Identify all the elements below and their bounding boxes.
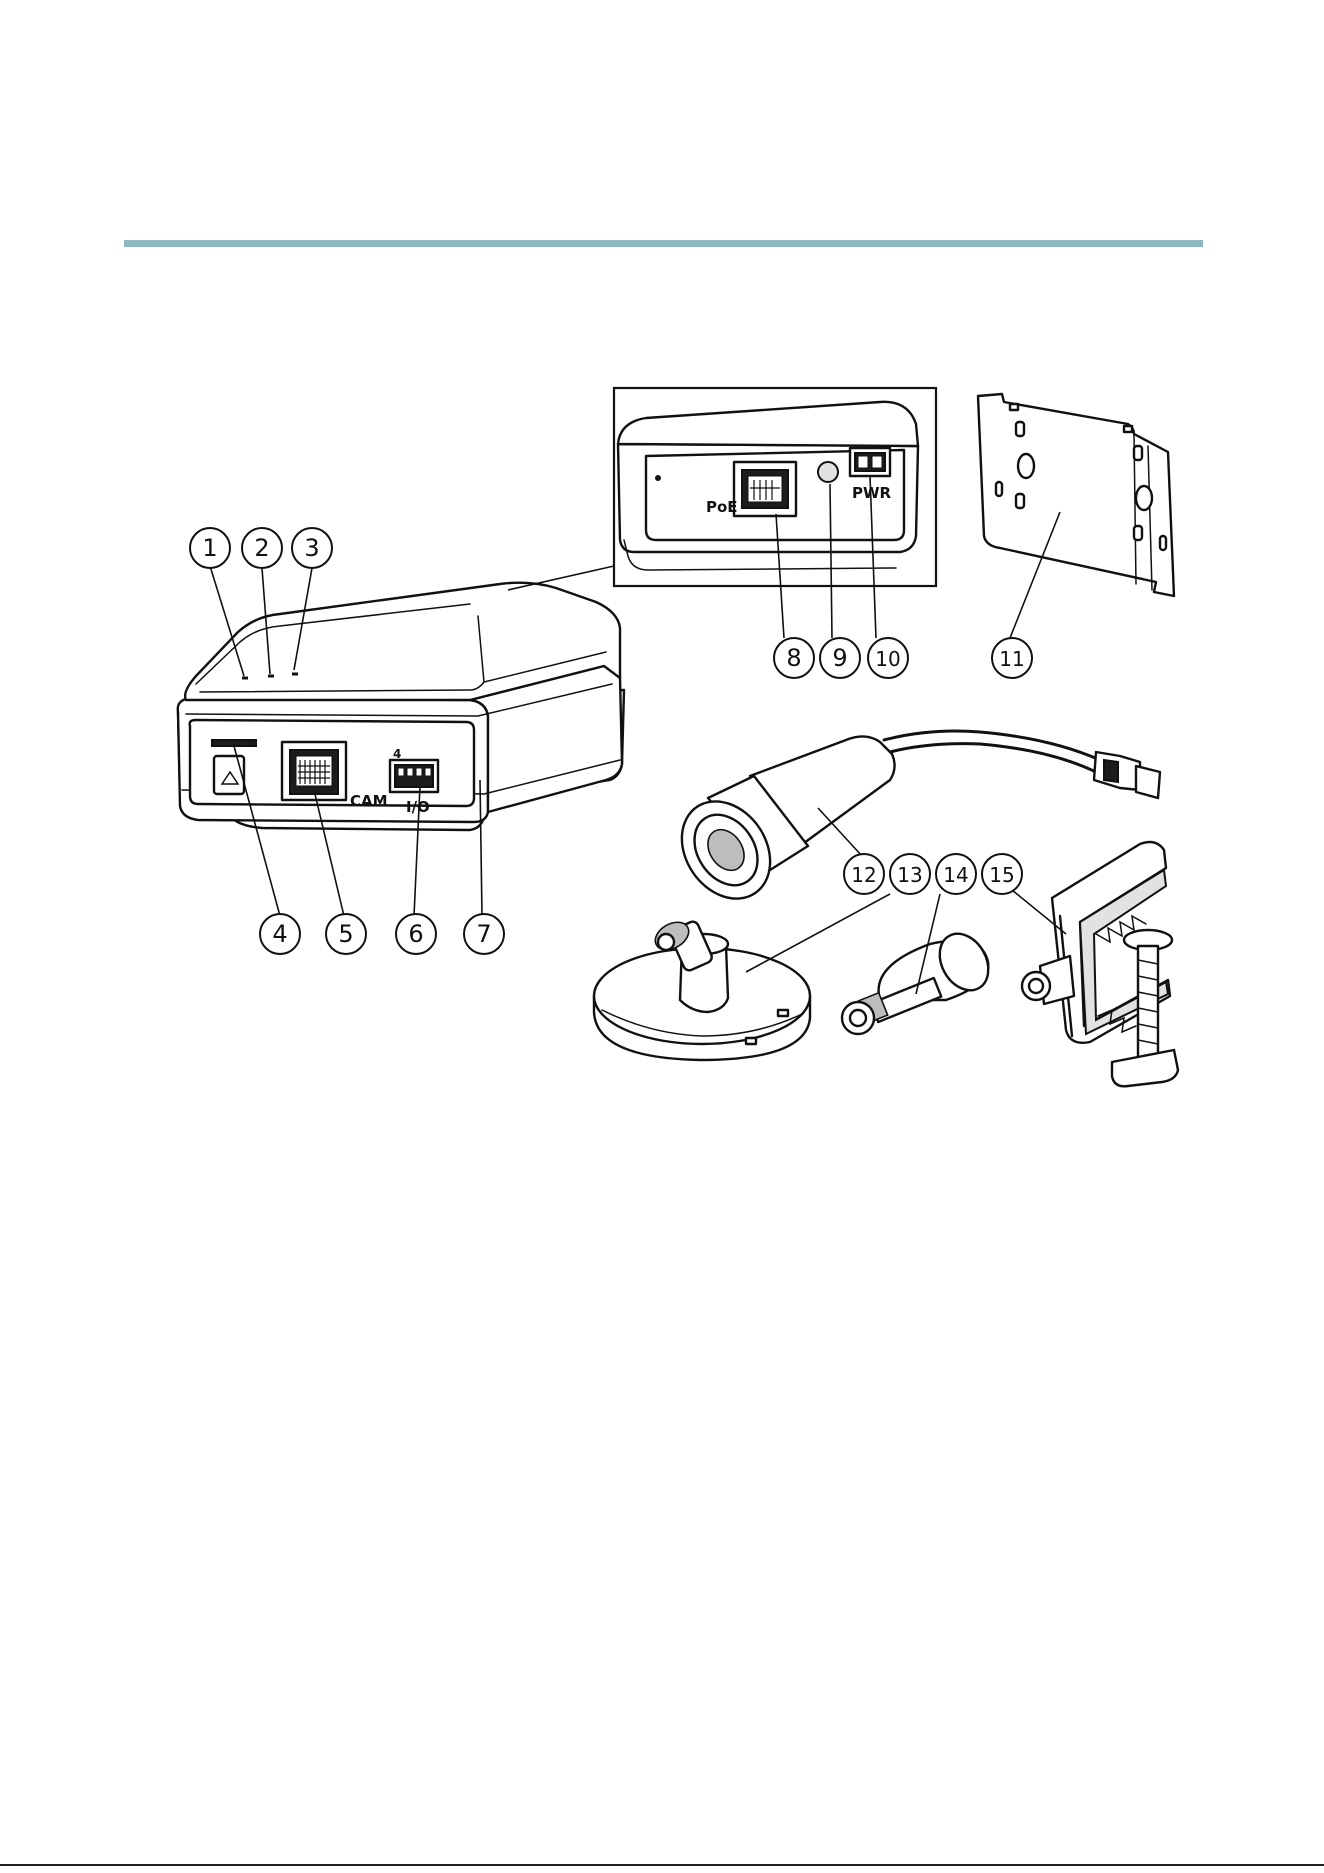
io-port-label: I/O [406, 798, 430, 816]
svg-text:15: 15 [989, 863, 1014, 887]
pwr-port-label: PWR [852, 484, 892, 502]
callout-12: 12 [844, 854, 884, 894]
sd-slot-icon [212, 740, 256, 746]
svg-text:6: 6 [408, 920, 423, 948]
cam-port-label: CAM [350, 792, 388, 810]
callout-6: 6 [396, 914, 436, 954]
callout-10: 10 [868, 638, 908, 678]
control-button [818, 462, 838, 482]
svg-text:14: 14 [943, 863, 968, 887]
callout-7: 7 [464, 914, 504, 954]
svg-text:10: 10 [875, 647, 900, 671]
callout-8: 8 [774, 638, 814, 678]
svg-text:5: 5 [338, 920, 353, 948]
svg-text:8: 8 [786, 644, 801, 672]
svg-text:1: 1 [202, 534, 217, 562]
callout-5: 5 [326, 914, 366, 954]
svg-text:13: 13 [897, 863, 922, 887]
callout-13: 13 [890, 854, 930, 894]
svg-text:7: 7 [476, 920, 491, 948]
svg-text:12: 12 [851, 863, 876, 887]
mounting-bracket-drawing [978, 394, 1174, 596]
callout-1: 1 [190, 528, 230, 568]
callout-2: 2 [242, 528, 282, 568]
svg-text:9: 9 [832, 644, 847, 672]
callout-9: 9 [820, 638, 860, 678]
callout-14: 14 [936, 854, 976, 894]
clamp-drawing [1022, 842, 1178, 1086]
svg-text:4: 4 [272, 920, 287, 948]
svg-text:3: 3 [304, 534, 319, 562]
svg-text:2: 2 [254, 534, 269, 562]
sd-card-cover [214, 756, 244, 794]
rear-view-inset: PoE PWR [614, 388, 936, 586]
callout-11: 11 [992, 638, 1032, 678]
callout-4: 4 [260, 914, 300, 954]
callout-15: 15 [982, 854, 1022, 894]
stand-drawing [594, 917, 810, 1060]
svg-text:11: 11 [999, 647, 1024, 671]
main-unit-drawing: CAM 4 I/O [178, 566, 624, 830]
callout-3: 3 [292, 528, 332, 568]
poe-port-label: PoE [706, 498, 738, 516]
